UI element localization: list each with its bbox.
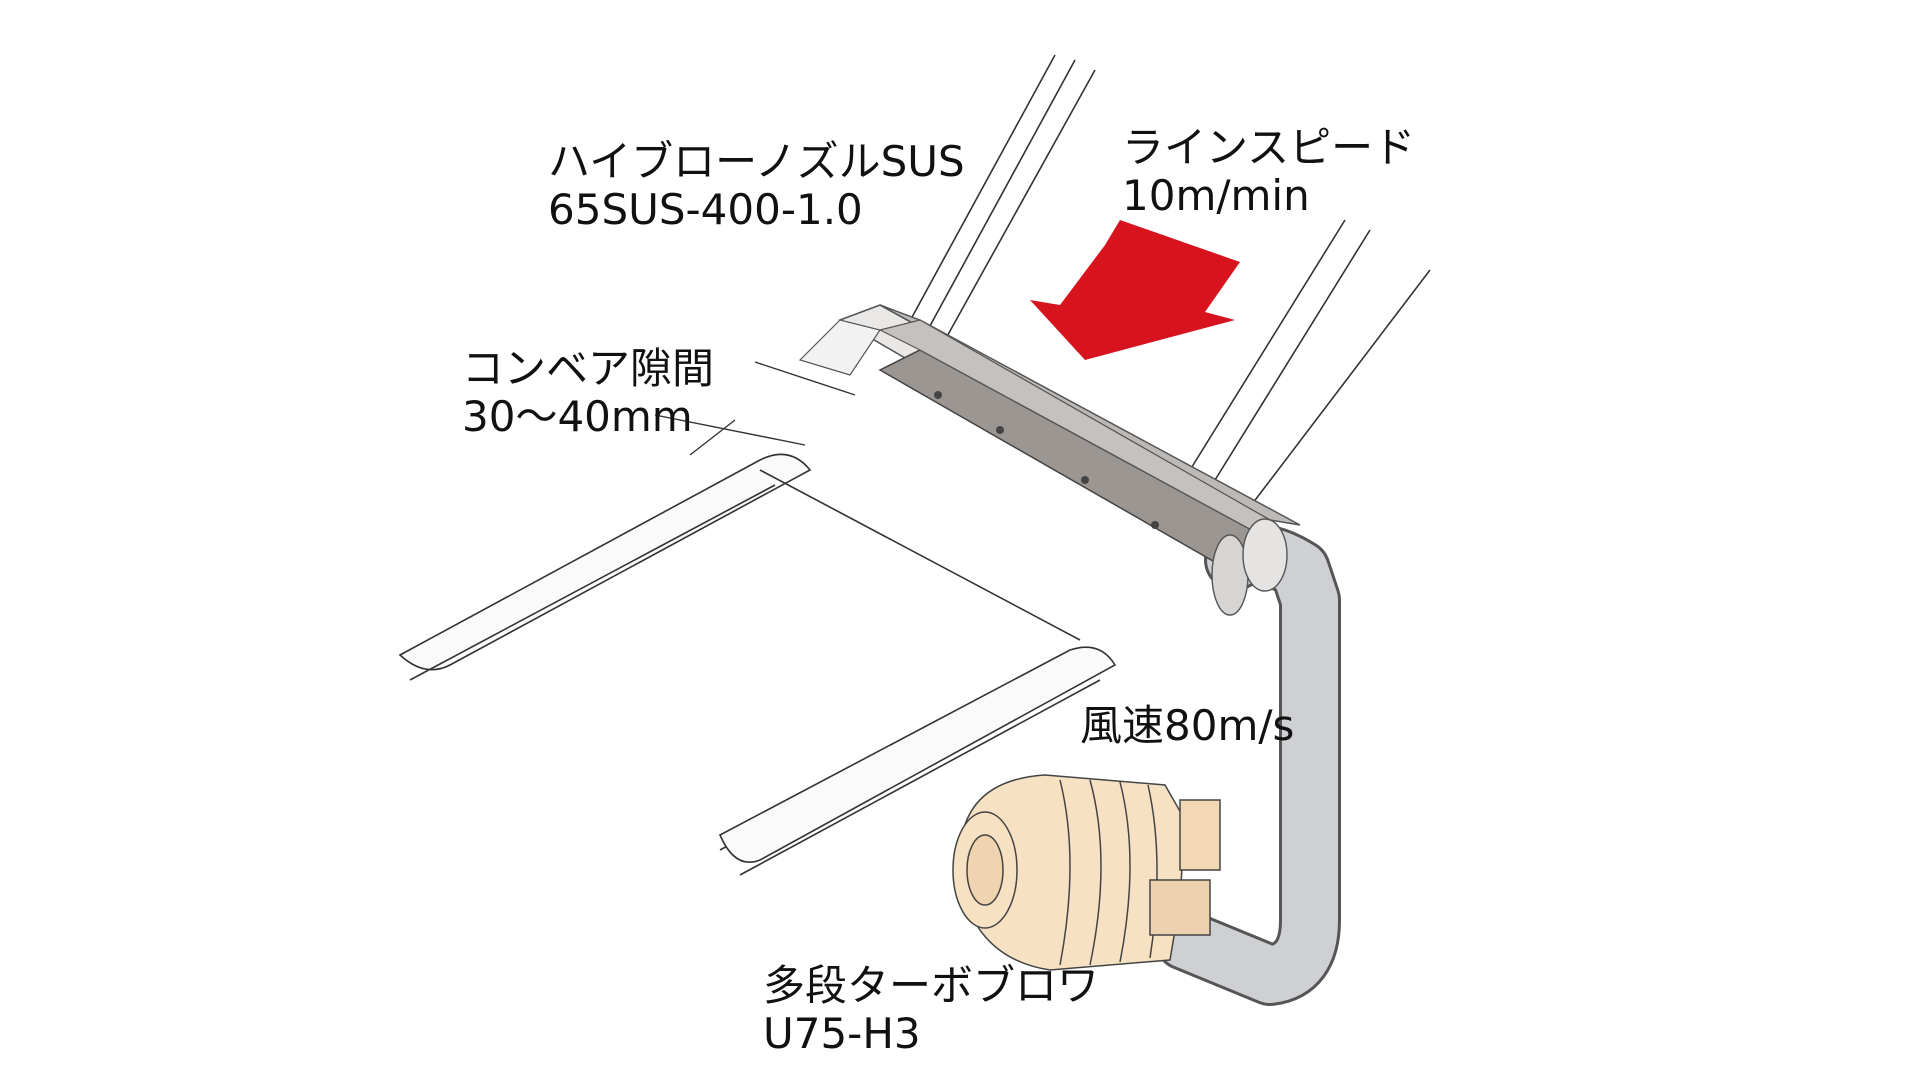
nozzle-label: ハイブローノズルSUS 65SUS-400-1.0 xyxy=(548,138,965,234)
blower-label: 多段ターボブロワ U75-H3 xyxy=(763,962,1099,1058)
lower-conveyor-edge xyxy=(739,679,1101,876)
lower-conveyor-end-roller xyxy=(398,453,812,671)
gap-title: コンベア隙間 xyxy=(462,344,715,393)
upper-conveyor-rail xyxy=(904,54,1056,331)
gap-label: コンベア隙間 30～40mm xyxy=(462,345,714,441)
gap-dimension-line xyxy=(754,361,856,396)
nozzle-tip xyxy=(798,319,881,376)
blower-name: 多段ターボブロワ xyxy=(763,961,1100,1010)
line-speed-label: ラインスピード 10m/min xyxy=(1122,124,1415,220)
nozzle-model: 65SUS-400-1.0 xyxy=(548,185,863,234)
gap-dimension-line xyxy=(654,414,806,446)
upper-conveyor-rail xyxy=(944,69,1096,341)
line-speed-title: ラインスピード xyxy=(1122,123,1416,172)
lower-conveyor xyxy=(398,453,1117,876)
upper-conveyor-rail xyxy=(924,59,1076,336)
nozzle-name: ハイブローノズルSUS xyxy=(548,137,965,186)
blow-nozzle xyxy=(798,304,1301,616)
lower-conveyor-surface xyxy=(759,469,1081,641)
air-speed-value: 風速80m/s xyxy=(1080,701,1295,750)
upper-conveyor-rail xyxy=(1214,229,1371,481)
line-speed-arrow xyxy=(1030,220,1240,360)
gap-dimension xyxy=(654,361,856,456)
nozzle-body xyxy=(878,349,1272,566)
upper-conveyor-rail xyxy=(1189,219,1346,471)
lower-conveyor-front-roller xyxy=(718,646,1117,863)
gap-dimension-line xyxy=(689,419,736,456)
air-speed-label: 風速80m/s xyxy=(1080,702,1294,750)
arrow-down-left-icon xyxy=(1030,220,1240,360)
turbo-blower xyxy=(952,774,1221,971)
lower-conveyor-edge xyxy=(409,484,776,681)
line-speed-value: 10m/min xyxy=(1122,171,1310,220)
upper-conveyor xyxy=(904,54,1431,521)
blower-model: U75-H3 xyxy=(763,1009,921,1058)
upper-conveyor-rail xyxy=(1239,269,1431,521)
gap-value: 30～40mm xyxy=(462,392,693,441)
